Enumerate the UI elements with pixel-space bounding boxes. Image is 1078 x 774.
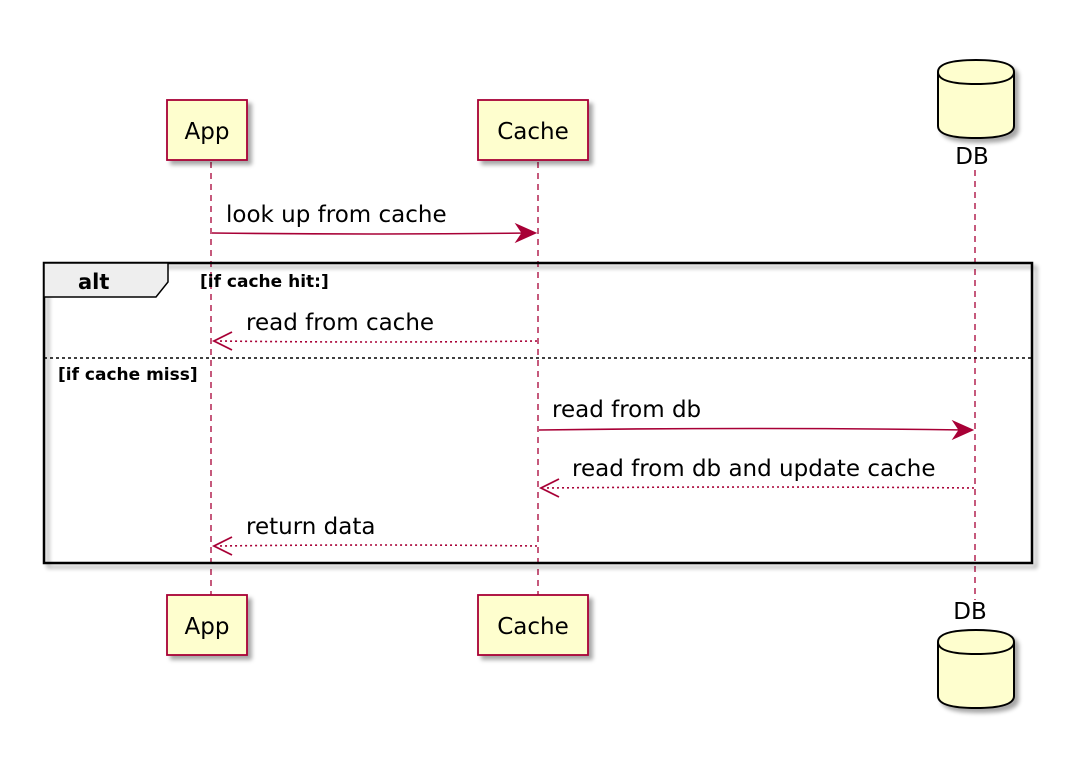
- participant-app-label: App: [185, 119, 230, 145]
- message-read-db-update-label: read from db and update cache: [572, 456, 936, 482]
- message-read-db-line: [538, 427, 967, 431]
- participant-box: [477, 594, 589, 656]
- participant-cache-bottom: Cache: [477, 594, 589, 656]
- participant-app-label: App: [185, 614, 230, 640]
- message-return-data-line: [217, 544, 538, 547]
- database-icon-rim: [937, 641, 1015, 656]
- database-icon: [937, 58, 1015, 140]
- alt-operator-label: alt: [78, 270, 109, 294]
- message-read-db-update: read from db and update cache: [538, 456, 975, 498]
- alt-operator-tab: [43, 262, 169, 298]
- participant-db-bottom: DB: [937, 599, 1015, 710]
- message-read-db-update-line: [544, 486, 975, 489]
- arrowhead-icon: [514, 222, 538, 244]
- alt-fragment: alt [if cache hit:] [if cache miss]: [42, 261, 1034, 565]
- participant-box: [166, 594, 248, 656]
- arrowhead-icon: [951, 419, 975, 441]
- message-lookup-line: [211, 232, 531, 235]
- message-lookup: look up from cache: [211, 202, 538, 244]
- open-arrowhead-icon: [211, 536, 233, 556]
- participant-cache-label: Cache: [497, 119, 569, 145]
- participant-box: [166, 99, 248, 161]
- message-read-cache-line: [217, 340, 538, 343]
- participant-db-label: DB: [955, 144, 989, 170]
- message-lookup-label: look up from cache: [226, 202, 447, 228]
- message-read-cache-label: read from cache: [246, 310, 434, 336]
- participant-app-top: App: [166, 99, 248, 161]
- database-icon-rim: [937, 71, 1015, 86]
- alt-guard-hit: [if cache hit:]: [200, 272, 329, 292]
- message-read-db-label: read from db: [552, 397, 701, 423]
- participant-cache-top: Cache: [477, 99, 589, 161]
- alt-guard-miss: [if cache miss]: [58, 365, 198, 385]
- alt-fragment-frame: [42, 261, 1034, 565]
- database-icon: [937, 628, 1015, 710]
- participant-cache-label: Cache: [497, 614, 569, 640]
- participant-box: [477, 99, 589, 161]
- lifelines: [210, 162, 976, 600]
- message-read-cache: read from cache: [211, 310, 538, 351]
- participant-db-top: DB: [937, 58, 1015, 170]
- open-arrowhead-icon: [538, 478, 560, 498]
- open-arrowhead-icon: [211, 331, 233, 351]
- participant-app-bottom: App: [166, 594, 248, 656]
- participant-db-label: DB: [953, 599, 987, 625]
- message-return-data-label: return data: [246, 514, 375, 540]
- message-return-data: return data: [211, 514, 538, 556]
- message-read-db: read from db: [538, 397, 975, 441]
